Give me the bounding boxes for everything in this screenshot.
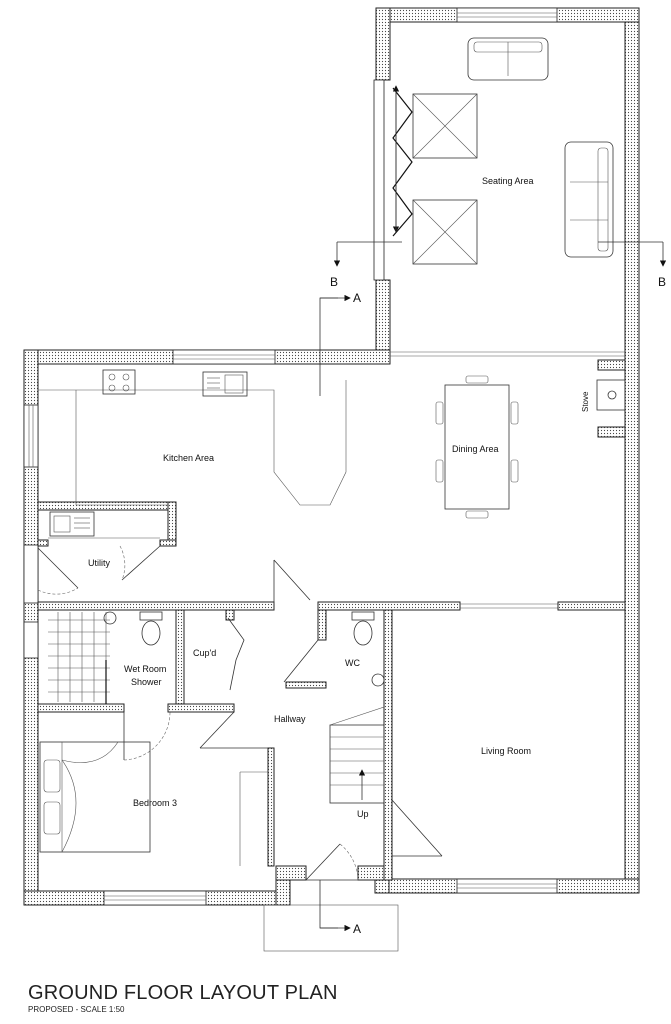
windows — [23, 7, 558, 906]
internal-walls — [37, 351, 626, 881]
floor-plan-drawing: Seating Area Kitchen Area Dining Area St… — [23, 7, 667, 952]
section-a-top-label: A — [353, 291, 361, 305]
drawing-subtitle: PROPOSED - SCALE 1:50 — [28, 1005, 125, 1014]
drawing-title: GROUND FLOOR LAYOUT PLAN — [28, 982, 338, 1004]
section-b-left-label: B — [330, 275, 338, 289]
label-bedroom-3: Bedroom 3 — [133, 798, 177, 808]
furniture — [38, 37, 614, 853]
label-utility: Utility — [88, 558, 110, 568]
label-cupboard: Cup'd — [193, 648, 216, 658]
external-walls — [23, 7, 640, 906]
section-markers — [319, 241, 667, 932]
label-kitchen-area: Kitchen Area — [163, 453, 214, 463]
label-dining-area: Dining Area — [452, 444, 499, 454]
porch-step — [263, 904, 399, 952]
label-seating-area: Seating Area — [482, 176, 534, 186]
label-stove: Stove — [581, 391, 590, 412]
label-living-room: Living Room — [481, 746, 531, 756]
label-wc: WC — [345, 658, 360, 668]
label-wet-room: Wet Room — [124, 664, 166, 674]
bifold-doors — [373, 79, 413, 281]
door-swings — [37, 545, 443, 881]
label-hallway: Hallway — [274, 714, 306, 724]
section-a-bottom-label: A — [353, 922, 361, 936]
label-stairs-up: Up — [357, 809, 369, 819]
section-b-right-label: B — [658, 275, 666, 289]
label-shower: Shower — [131, 677, 162, 687]
